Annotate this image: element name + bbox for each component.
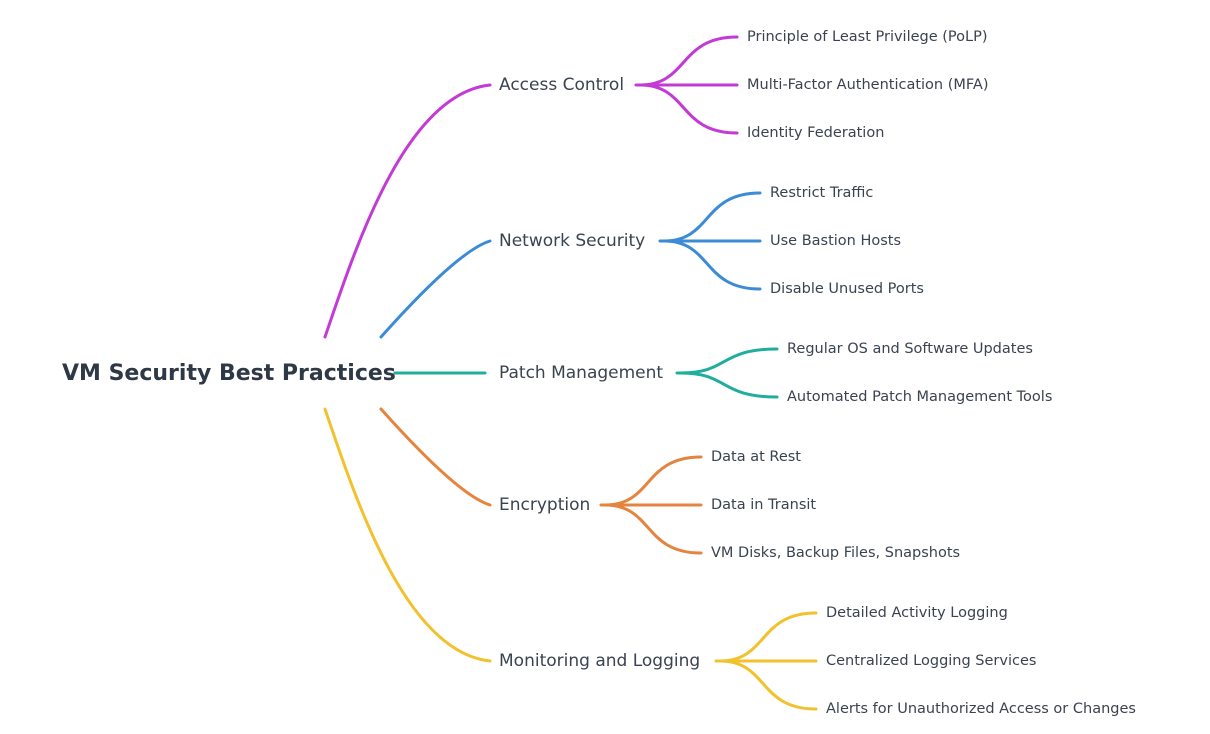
- branch-label: Monitoring and Logging: [499, 651, 701, 671]
- leaf-label: Use Bastion Hosts: [770, 233, 902, 249]
- branch-label: Access Control: [499, 75, 625, 95]
- branch-label: Patch Management: [499, 363, 664, 383]
- branch-connector: [379, 407, 492, 507]
- leaf-connector: [638, 35, 739, 87]
- leaf-label: Regular OS and Software Updates: [787, 341, 1033, 357]
- leaf-connector: [603, 455, 703, 507]
- leaf-label: Principle of Least Privilege (PoLP): [747, 29, 988, 45]
- leaf-label: Automated Patch Management Tools: [787, 389, 1053, 405]
- leaf-label: Data at Rest: [711, 449, 801, 465]
- leaf-label: Centralized Logging Services: [826, 653, 1037, 669]
- branch-connector: [323, 407, 492, 663]
- leaf-label: Disable Unused Ports: [770, 281, 924, 297]
- leaf-connector: [679, 347, 779, 375]
- root-node-label: VM Security Best Practices: [62, 360, 396, 386]
- leaf-label: Detailed Activity Logging: [826, 605, 1008, 621]
- leaf-connector: [718, 659, 818, 711]
- leaf-connector: [662, 191, 762, 243]
- leaf-connector: [679, 371, 779, 399]
- leaf-connector: [638, 83, 739, 135]
- branch-connector: [379, 239, 492, 339]
- leaf-label: Alerts for Unauthorized Access or Change…: [826, 701, 1136, 717]
- branch-label: Encryption: [499, 495, 591, 515]
- leaf-label: Multi-Factor Authentication (MFA): [747, 77, 989, 93]
- leaf-label: Restrict Traffic: [770, 185, 874, 201]
- leaf-connector: [603, 503, 703, 555]
- leaf-label: VM Disks, Backup Files, Snapshots: [711, 545, 961, 561]
- leaf-label: Data in Transit: [711, 497, 817, 513]
- leaf-connector: [662, 239, 762, 291]
- branch-connector: [323, 83, 492, 339]
- leaf-connector: [718, 611, 818, 663]
- branch-label: Network Security: [499, 231, 646, 251]
- leaf-label: Identity Federation: [747, 125, 885, 141]
